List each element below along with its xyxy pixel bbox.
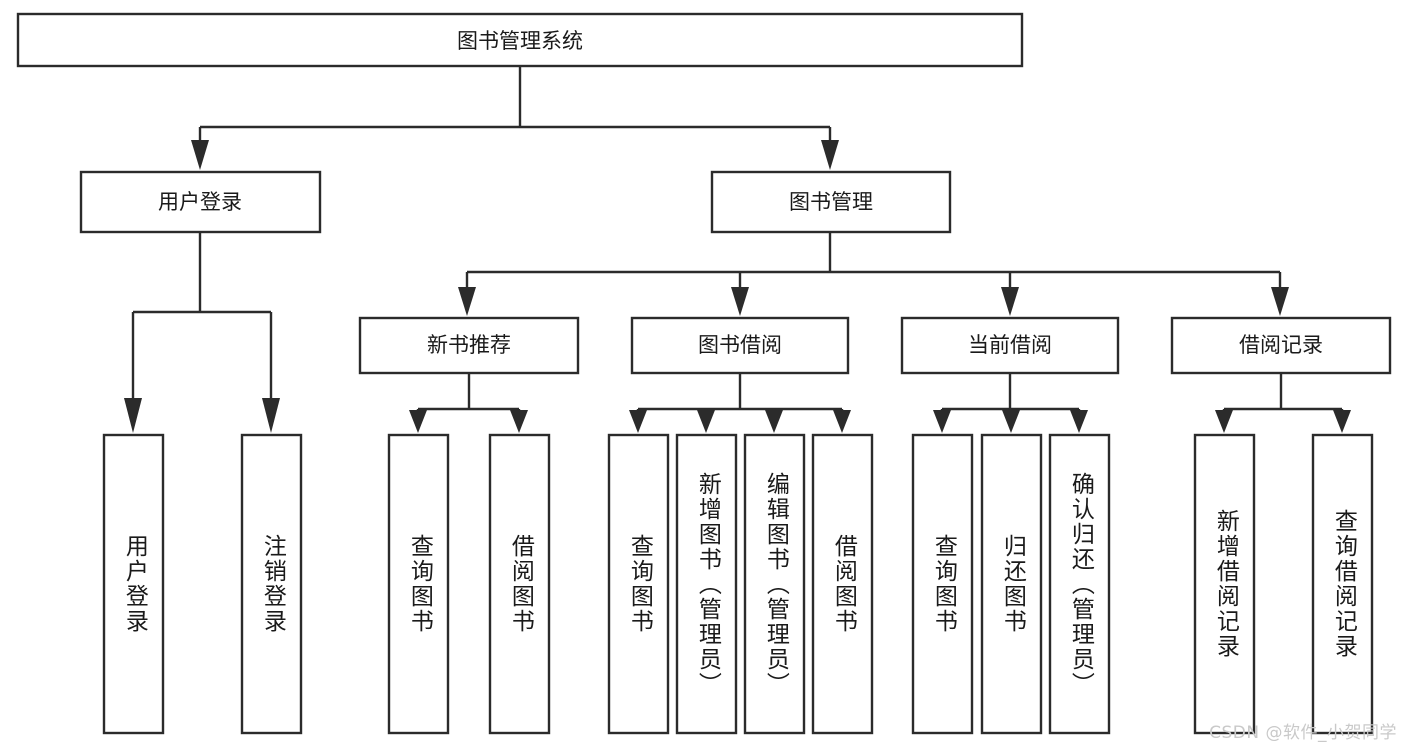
node-label-bookmgmt: 图书管理 bbox=[789, 190, 873, 214]
connector-group-newbook bbox=[409, 373, 528, 433]
node-newbook[interactable]: 新书推荐 bbox=[358, 316, 580, 375]
node-label-newbook: 新书推荐 bbox=[427, 333, 511, 357]
arrow-head-current bbox=[1001, 287, 1019, 316]
node-box-leaf13[interactable] bbox=[1311, 433, 1374, 735]
node-box-records[interactable] bbox=[1170, 316, 1392, 375]
node-box-leaf11[interactable] bbox=[1048, 433, 1111, 735]
node-records[interactable]: 借阅记录 bbox=[1170, 316, 1392, 375]
connector-group-bookmgmt bbox=[458, 232, 1289, 316]
arrow-head-leaf9 bbox=[933, 410, 951, 433]
arrow-head-leaf2 bbox=[262, 398, 280, 433]
node-box-leaf1[interactable] bbox=[102, 433, 165, 735]
arrow-head-leaf4 bbox=[510, 410, 528, 433]
node-label-current: 当前借阅 bbox=[968, 333, 1052, 357]
arrow-head-records bbox=[1271, 287, 1289, 316]
node-label-records: 借阅记录 bbox=[1239, 333, 1323, 357]
node-login[interactable]: 用户登录 bbox=[79, 170, 322, 234]
arrow-head-leaf3 bbox=[409, 410, 427, 433]
connector-group-records bbox=[1215, 373, 1351, 433]
watermark-text: CSDN @软件_小贺同学 bbox=[1209, 723, 1397, 743]
node-box-leaf3[interactable] bbox=[387, 433, 450, 735]
arrow-head-leaf11 bbox=[1070, 410, 1088, 433]
arrow-head-login bbox=[191, 140, 209, 170]
node-box-leaf6[interactable] bbox=[675, 433, 738, 735]
arrow-head-leaf1 bbox=[124, 398, 142, 433]
arrow-head-leaf13 bbox=[1333, 410, 1351, 433]
node-box-borrow[interactable] bbox=[630, 316, 850, 375]
node-label-login: 用户登录 bbox=[158, 190, 242, 214]
node-box-leaf8[interactable] bbox=[811, 433, 874, 735]
node-box-bookmgmt[interactable] bbox=[710, 170, 952, 234]
node-box-leaf10[interactable] bbox=[980, 433, 1043, 735]
node-box-root[interactable] bbox=[16, 12, 1024, 68]
node-box-current[interactable] bbox=[900, 316, 1120, 375]
node-box-leaf12[interactable] bbox=[1193, 433, 1256, 735]
node-borrow[interactable]: 图书借阅 bbox=[630, 316, 850, 375]
node-box-leaf9[interactable] bbox=[911, 433, 974, 735]
arrow-head-leaf10 bbox=[1002, 410, 1020, 433]
connector-group-root bbox=[191, 66, 839, 170]
node-box-newbook[interactable] bbox=[358, 316, 580, 375]
node-label-root: 图书管理系统 bbox=[457, 29, 583, 53]
connector-group-login bbox=[124, 232, 280, 433]
connector-group-current bbox=[933, 373, 1088, 433]
node-root[interactable]: 图书管理系统 bbox=[16, 12, 1024, 68]
arrow-head-leaf6 bbox=[697, 410, 715, 433]
arrow-head-leaf5 bbox=[629, 410, 647, 433]
node-bookmgmt[interactable]: 图书管理 bbox=[710, 170, 952, 234]
arrow-head-leaf12 bbox=[1215, 410, 1233, 433]
arrow-head-borrow bbox=[731, 287, 749, 316]
arrow-head-bookmgmt bbox=[821, 140, 839, 170]
connector-group-borrow bbox=[629, 373, 851, 433]
node-box-leaf7[interactable] bbox=[743, 433, 806, 735]
arrow-head-newbook bbox=[458, 287, 476, 316]
arrow-head-leaf8 bbox=[833, 410, 851, 433]
node-current[interactable]: 当前借阅 bbox=[900, 316, 1120, 375]
node-box-leaf2[interactable] bbox=[240, 433, 303, 735]
node-box-leaf5[interactable] bbox=[607, 433, 670, 735]
node-box-leaf4[interactable] bbox=[488, 433, 551, 735]
arrow-head-leaf7 bbox=[765, 410, 783, 433]
node-label-borrow: 图书借阅 bbox=[698, 333, 782, 357]
node-box-login[interactable] bbox=[79, 170, 322, 234]
